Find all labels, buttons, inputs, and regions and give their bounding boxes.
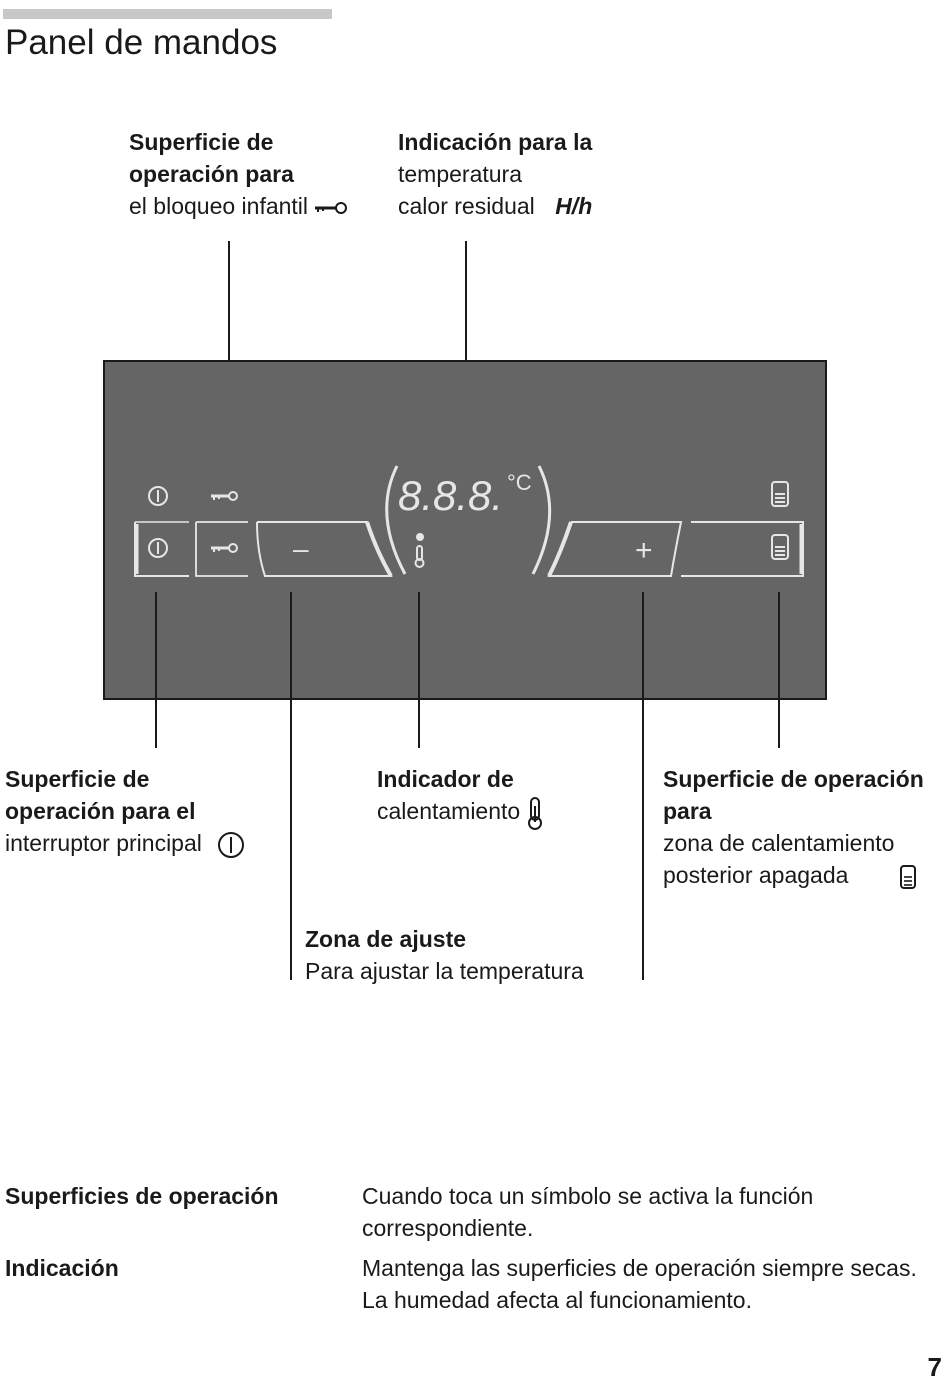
callout-temp-display-line3: calor residual H/h [398, 193, 593, 219]
callout-rear-zone-line3: zona de calentamiento [663, 830, 895, 856]
callout-temp-display-line1: Indicación para la [398, 129, 593, 155]
key-icon [315, 201, 348, 214]
callout-child-lock-line3: el bloqueo infantil [129, 190, 348, 222]
callout-main-switch-line2: operación para el [5, 798, 196, 824]
leader-line-rear-zone [778, 592, 780, 748]
callout-heat-indicator-line2: calentamiento [377, 795, 544, 830]
power-indicator-icon [148, 486, 168, 506]
minus-symbol: – [293, 533, 309, 564]
leader-line-temp-display [465, 241, 467, 431]
leader-line-plus-zone [642, 592, 644, 980]
header-bar [3, 9, 332, 19]
callout-rear-zone-line4: posterior apagada [663, 859, 948, 891]
callout-adjust-zone-line2: Para ajustar la temperatura [305, 958, 584, 984]
callout-child-lock: Superficie de operación para el bloqueo … [129, 126, 348, 222]
main-switch-button[interactable] [134, 521, 189, 577]
temperature-display-digits: 8.8.8. [398, 472, 503, 519]
callout-adjust-zone-line1: Zona de ajuste [305, 926, 467, 952]
callout-heat-indicator-line1: Indicador de [377, 766, 514, 792]
plus-symbol: + [635, 534, 653, 567]
callout-rear-zone: Superficie de operación para zona de cal… [663, 763, 948, 891]
callout-rear-zone-line2: para [663, 798, 712, 824]
rear-zone-indicator-icon [771, 481, 789, 507]
leader-line-adjust-zone [290, 592, 292, 980]
rear-zone-button[interactable] [681, 521, 804, 577]
callout-heat-indicator: Indicador de calentamiento [377, 763, 544, 830]
footer-term-indication: Indicación [5, 1255, 119, 1281]
callout-child-lock-line2: operación para [129, 161, 294, 187]
leader-line-heat-indicator [418, 592, 420, 748]
callout-temp-display-line2: temperatura [398, 161, 523, 187]
callout-main-switch-line1: Superficie de [5, 766, 150, 792]
leader-line-child-lock [228, 241, 230, 431]
child-lock-button[interactable] [195, 521, 248, 577]
callout-rear-zone-line1: Superficie de operación [663, 766, 924, 792]
thermometer-icon [528, 796, 543, 830]
footer-definition-indication: Mantenga las superficies de operación si… [362, 1255, 917, 1313]
page-title: Panel de mandos [5, 23, 278, 62]
temperature-unit: °C [507, 470, 532, 495]
footer-definition-operation-surfaces: Cuando toca un símbolo se activa la func… [362, 1183, 814, 1241]
lock-indicator-icon [211, 491, 238, 501]
callout-main-switch: Superficie de operación para el interrup… [5, 763, 246, 860]
display-right-bracket [531, 465, 552, 575]
thermometer-indicator-icon [414, 533, 425, 568]
callout-adjust-zone: Zona de ajuste Para ajustar la temperatu… [305, 923, 584, 987]
power-icon [217, 831, 244, 858]
minus-slider-button[interactable] [256, 521, 393, 578]
residual-heat-icon: H/h [555, 193, 593, 219]
plus-slider-button[interactable] [547, 521, 683, 577]
callout-main-switch-line3: interruptor principal [5, 827, 246, 860]
control-panel: 8.8.8. °C – + [103, 360, 827, 700]
rear-zone-icon [900, 864, 917, 889]
footer-term-operation-surfaces: Superficies de operación [5, 1183, 279, 1209]
page-number: 7 [927, 1352, 942, 1382]
callout-temp-display: Indicación para la temperatura calor res… [398, 126, 592, 222]
display-left-bracket [385, 465, 407, 575]
control-panel-graphic: 8.8.8. °C – + [134, 465, 804, 578]
callout-child-lock-line1: Superficie de [129, 129, 274, 155]
leader-line-main-switch [155, 592, 157, 748]
